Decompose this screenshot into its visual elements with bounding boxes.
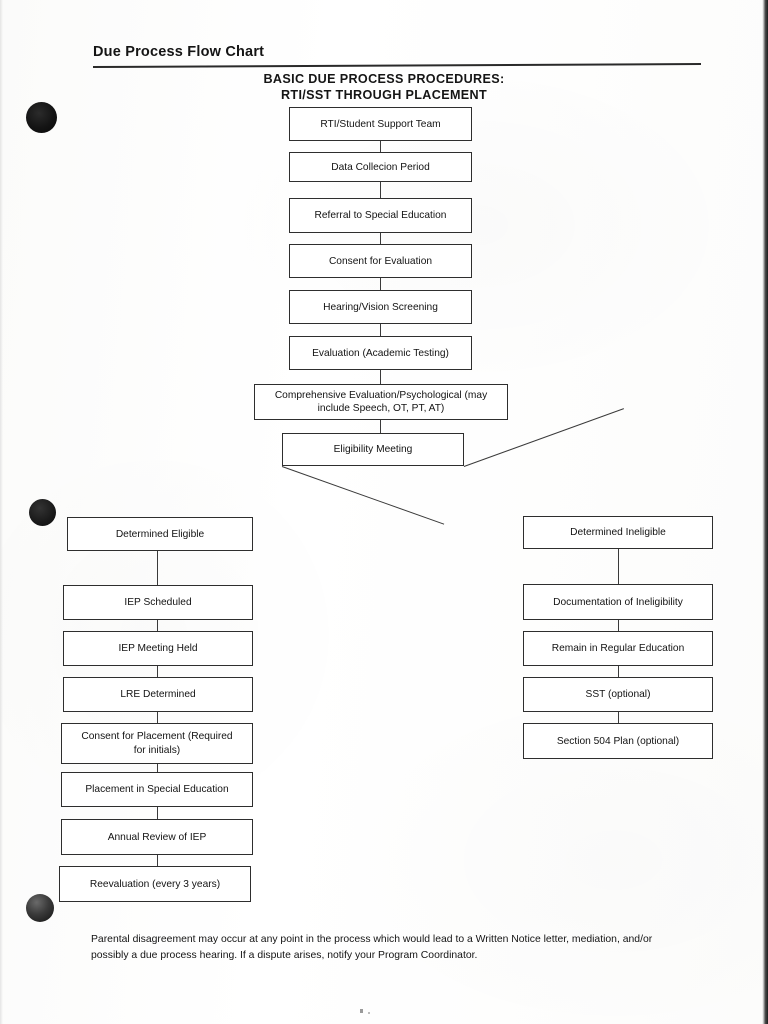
node-annual-review-iep: Annual Review of IEP bbox=[61, 819, 253, 855]
connector-annual-review-to-reevaluation bbox=[157, 855, 159, 866]
node-evaluation-academic-testing: Evaluation (Academic Testing) bbox=[289, 336, 472, 370]
node-consent-for-placement: Consent for Placement (Required for init… bbox=[61, 723, 253, 764]
hole-punch-bottom bbox=[26, 894, 54, 922]
connector-eligibility-to-eligible bbox=[281, 466, 445, 525]
node-sst-optional: SST (optional) bbox=[523, 677, 713, 712]
comprehensive-evaluation-line2: include Speech, OT, PT, AT) bbox=[317, 403, 445, 414]
connector-placement-to-annual-review bbox=[157, 807, 159, 819]
node-reevaluation: Reevaluation (every 3 years) bbox=[59, 866, 251, 902]
chart-heading-line2: RTI/SST THROUGH PLACEMENT bbox=[280, 87, 488, 102]
node-determined-ineligible: Determined Ineligible bbox=[523, 516, 713, 549]
node-section-504-plan: Section 504 Plan (optional) bbox=[523, 723, 713, 759]
node-remain-regular-education: Remain in Regular Education bbox=[523, 631, 713, 666]
connector-screening-to-evaluation bbox=[380, 324, 382, 336]
connector-lre-to-consent-placement bbox=[157, 712, 159, 723]
node-documentation-ineligibility: Documentation of Ineligibility bbox=[523, 584, 713, 620]
connector-referral-to-consent bbox=[380, 233, 382, 244]
node-hearing-vision-screening: Hearing/Vision Screening bbox=[289, 290, 472, 324]
connector-sst-to-section-504 bbox=[618, 712, 620, 723]
connector-ineligible-to-documentation bbox=[618, 549, 620, 584]
page-left-edge bbox=[0, 0, 3, 1024]
node-referral-special-education: Referral to Special Education bbox=[289, 198, 472, 233]
node-consent-for-evaluation: Consent for Evaluation bbox=[289, 244, 472, 278]
scan-artifact-speck bbox=[360, 1009, 363, 1013]
connector-eligible-to-iep-scheduled bbox=[157, 551, 159, 585]
comprehensive-evaluation-line1: Comprehensive Evaluation/Psychological (… bbox=[274, 389, 488, 401]
connector-meeting-held-to-lre bbox=[157, 666, 159, 677]
scan-artifact-speck-small bbox=[368, 1012, 370, 1014]
connector-rti-to-data-collection bbox=[380, 141, 382, 152]
node-rti-student-support-team: RTI/Student Support Team bbox=[289, 107, 472, 141]
connector-consent-to-screening bbox=[380, 278, 382, 290]
connector-remain-to-sst bbox=[618, 666, 620, 677]
footer-note: Parental disagreement may occur at any p… bbox=[91, 934, 653, 961]
node-eligibility-meeting: Eligibility Meeting bbox=[282, 433, 464, 466]
node-placement-special-education: Placement in Special Education bbox=[61, 772, 253, 807]
connector-consent-placement-to-placement bbox=[157, 764, 159, 772]
consent-placement-line2: for initials) bbox=[133, 744, 181, 756]
connector-comprehensive-to-eligibility bbox=[380, 420, 382, 433]
chart-heading: BASIC DUE PROCESS PROCEDURES: RTI/SST TH… bbox=[0, 72, 768, 103]
node-determined-eligible: Determined Eligible bbox=[67, 517, 253, 551]
connector-iep-scheduled-to-meeting-held bbox=[157, 620, 159, 631]
connector-evaluation-to-comprehensive bbox=[380, 370, 382, 384]
node-data-collection-period: Data Collecion Period bbox=[289, 152, 472, 182]
node-comprehensive-evaluation: Comprehensive Evaluation/Psychological (… bbox=[254, 384, 508, 420]
hole-punch-middle bbox=[29, 499, 56, 526]
node-lre-determined: LRE Determined bbox=[63, 677, 253, 712]
node-iep-meeting-held: IEP Meeting Held bbox=[63, 631, 253, 666]
title-underline-rule bbox=[92, 63, 701, 68]
page-title: Due Process Flow Chart bbox=[93, 44, 265, 60]
page-right-edge-shadow bbox=[762, 0, 768, 1024]
consent-placement-line1: Consent for Placement (Required bbox=[81, 731, 233, 742]
connector-data-collection-to-referral bbox=[380, 182, 382, 198]
node-iep-scheduled: IEP Scheduled bbox=[63, 585, 253, 620]
connector-documentation-to-remain bbox=[618, 620, 620, 631]
chart-heading-line1: BASIC DUE PROCESS PROCEDURES: bbox=[263, 72, 505, 86]
hole-punch-top bbox=[26, 102, 57, 133]
